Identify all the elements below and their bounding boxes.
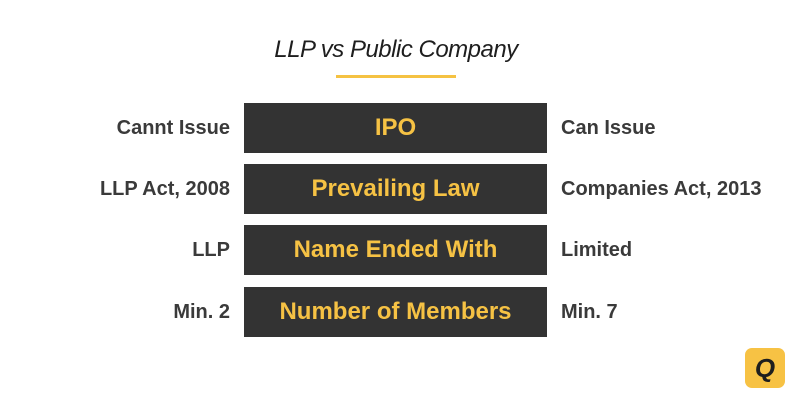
comparison-row-name: LLP Name Ended With Limited [0,225,800,275]
llp-value: Cannt Issue [116,117,230,139]
public-company-value: Min. 7 [561,301,618,323]
llp-value: LLP Act, 2008 [99,178,230,200]
title-underline [336,75,456,78]
comparison-row-members: Min. 2 Number of Members Min. 7 [0,287,800,337]
criterion-box: IPO [244,103,547,153]
public-company-value: Companies Act, 2013 [561,178,762,200]
criterion-box: Number of Members [244,287,547,337]
page-title: LLP vs Public Company [274,36,518,63]
llp-value: Min. 2 [173,301,230,323]
public-company-value: Can Issue [561,117,656,139]
llp-value: LLP [192,239,230,261]
comparison-row-ipo: Cannt Issue IPO Can Issue [0,103,800,153]
comparison-row-law: LLP Act, 2008 Prevailing Law Companies A… [0,164,800,214]
q-logo-icon: Q [745,348,785,388]
criterion-box: Name Ended With [244,225,547,275]
criterion-box: Prevailing Law [244,164,547,214]
public-company-value: Limited [561,239,633,261]
